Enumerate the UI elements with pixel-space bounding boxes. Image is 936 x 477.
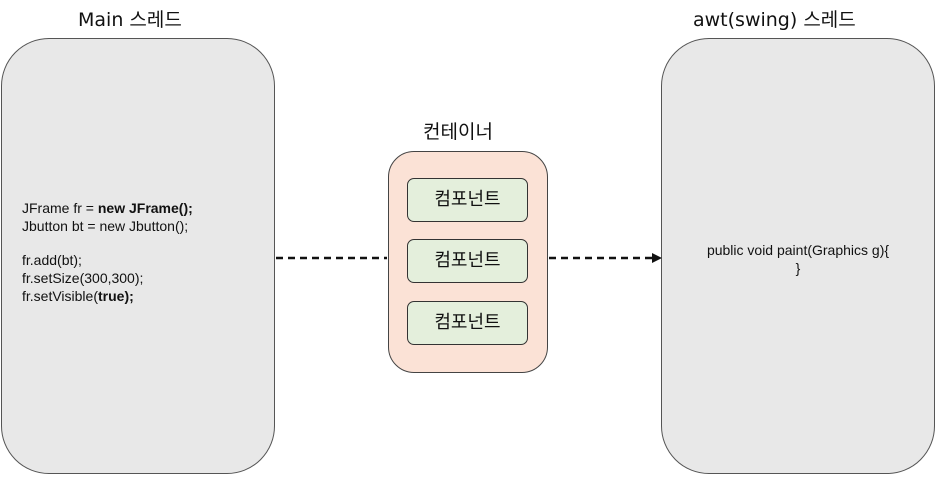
code-text: fr.setVisible( — [22, 288, 98, 304]
code-line-setsize: fr.setSize(300,300); — [22, 270, 144, 286]
main-thread-code: JFrame fr = new JFrame(); Jbutton bt = n… — [22, 199, 193, 305]
awt-thread-code: public void paint(Graphics g){ } — [684, 241, 912, 277]
code-line-setvisible: fr.setVisible(true); — [22, 287, 193, 305]
awt-thread-title: awt(swing) 스레드 — [693, 9, 856, 31]
code-line-new-jframe: JFrame fr = new JFrame(); — [22, 199, 193, 217]
component-box: 컴포넌트 — [407, 301, 528, 345]
code-keyword-text: new JFrame(); — [97, 200, 193, 216]
code-text: JFrame fr = — [22, 200, 98, 216]
code-line-add: fr.add(bt); — [22, 252, 82, 268]
component-box: 컴포넌트 — [407, 178, 528, 222]
code-line-paint: public void paint(Graphics g){ — [706, 242, 890, 258]
awt-thread-panel — [661, 38, 935, 474]
code-keyword-text: true); — [98, 288, 134, 304]
container-title: 컨테이너 — [423, 121, 493, 143]
main-thread-panel — [1, 38, 275, 474]
code-line-close-brace: } — [795, 260, 801, 276]
code-line-new-jbutton: Jbutton bt = new Jbutton(); — [22, 218, 189, 234]
component-box: 컴포넌트 — [407, 239, 528, 283]
main-thread-title: Main 스레드 — [78, 9, 182, 31]
